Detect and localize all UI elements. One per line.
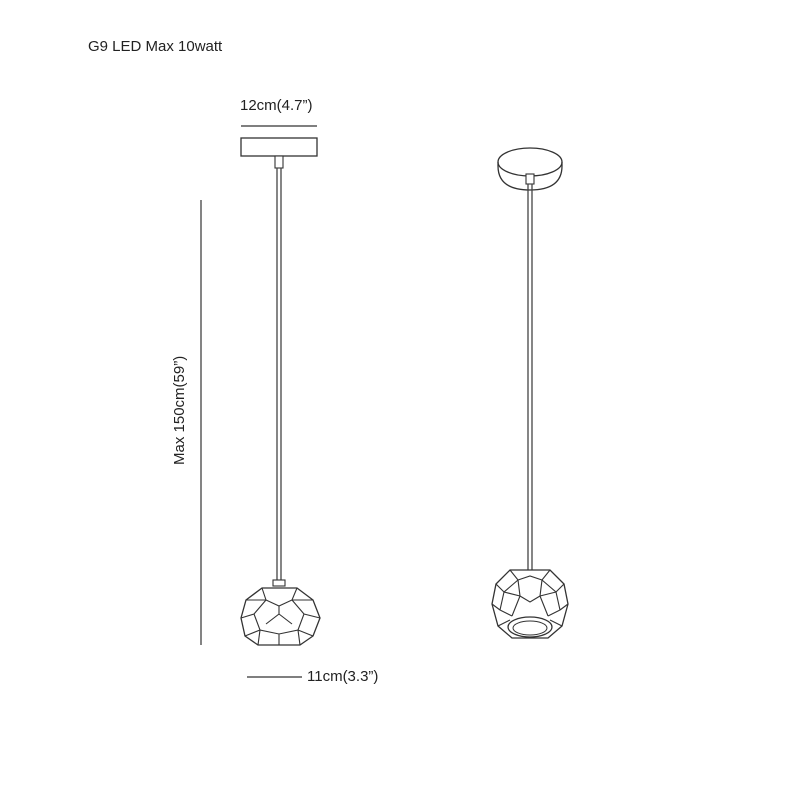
side-view-shade-facets [240,587,321,646]
drop-length-label: Max 150cm(59”) [171,356,188,465]
angled-view-shade-outline [491,569,569,639]
angled-view-canopy-top [497,147,563,177]
side-view-shade-outline [240,587,321,646]
shade-width-label: 11cm(3.3”) [307,668,378,685]
side-view-faceted-shade [240,587,321,646]
angled-view-shade-opening [507,616,553,638]
angled-view-faceted-shade [491,569,569,639]
bulb-spec-label: G9 LED Max 10watt [88,38,223,55]
angled-view [491,147,569,639]
angled-view-canopy-stem [525,173,535,185]
side-view-socket-cap [272,579,286,587]
angled-view-shade-opening-rim [512,620,548,636]
angled-view-canopy [497,147,563,191]
canopy-width-label: 12cm(4.7”) [240,97,313,114]
side-view-canopy [240,137,318,157]
side-view-canopy-stem [274,155,284,169]
angled-view-shade-facets [491,569,569,627]
side-view [240,137,321,646]
